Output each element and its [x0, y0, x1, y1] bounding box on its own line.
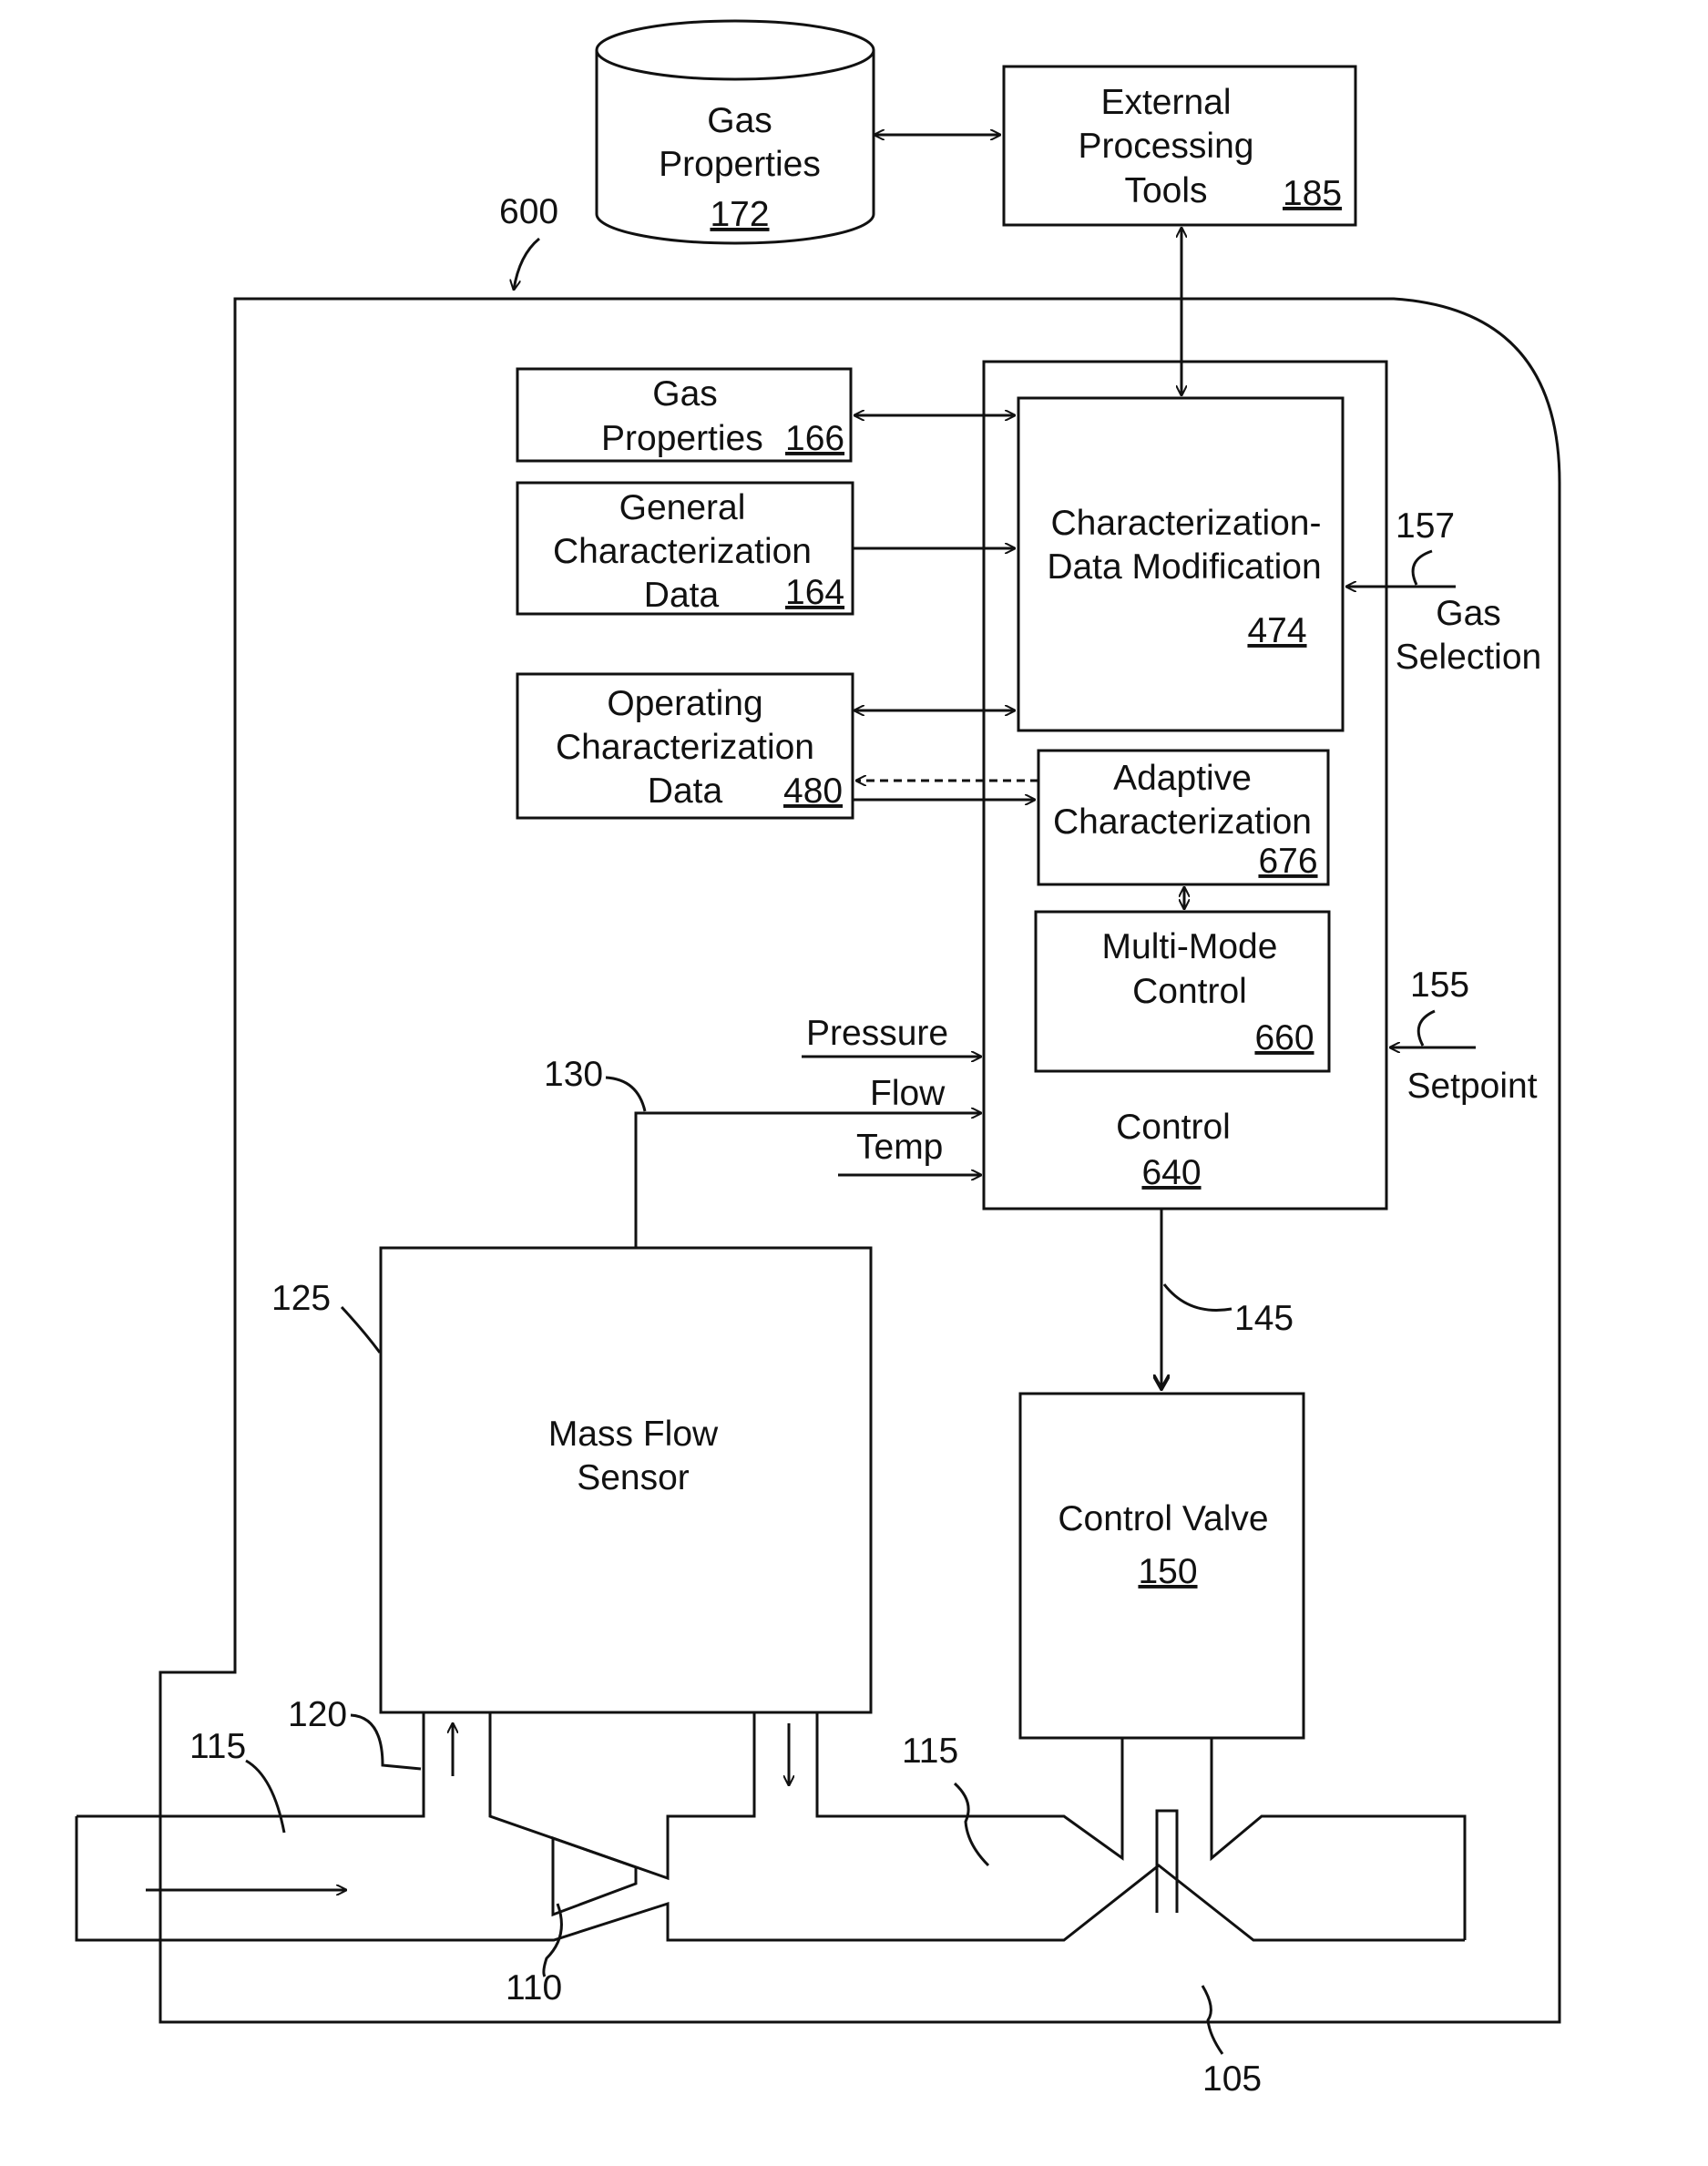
ref-145: 145 — [1234, 1299, 1294, 1338]
valve-ref: 150 — [1138, 1552, 1197, 1591]
ref-105-leader — [1202, 1986, 1222, 2054]
operating-line3: Data — [648, 771, 723, 811]
ref-115a-leader — [246, 1761, 284, 1833]
characterization-data-modification-box: Characterization- Data Modification 474 — [1018, 398, 1343, 731]
ref-155: 155 — [1410, 966, 1469, 1005]
multimode-line1: Multi-Mode — [1102, 927, 1278, 966]
general-line2: Characterization — [553, 532, 812, 571]
multi-mode-control-box: Multi-Mode Control 660 — [1036, 912, 1329, 1071]
control-ref: 640 — [1141, 1153, 1201, 1192]
multimode-ref: 660 — [1254, 1018, 1314, 1057]
mass-flow-sensor-box: Mass Flow Sensor — [381, 1248, 871, 1712]
database-line1: Gas — [707, 101, 772, 140]
ref-115b: 115 — [902, 1732, 958, 1771]
multimode-line2: Control — [1132, 972, 1247, 1011]
gas-properties-database: Gas Properties 172 — [597, 21, 874, 243]
operating-ref: 480 — [783, 771, 843, 811]
temp-label: Temp — [856, 1128, 943, 1167]
general-characterization-box: General Characterization Data 164 — [517, 483, 853, 615]
external-line2: Processing — [1079, 127, 1254, 166]
adaptive-characterization-box: Adaptive Characterization 676 — [1038, 751, 1328, 884]
ref-125: 125 — [271, 1279, 331, 1318]
ref-130: 130 — [544, 1055, 603, 1094]
char-mod-line1: Characterization- — [1051, 504, 1322, 543]
gas-selection-line2: Selection — [1396, 638, 1541, 677]
char-mod-line2: Data Modification — [1047, 547, 1321, 587]
control-valve-box: Control Valve 150 — [1020, 1394, 1304, 1738]
external-line1: External — [1100, 83, 1231, 122]
database-ref: 172 — [710, 195, 769, 234]
ref-125-leader — [342, 1307, 380, 1353]
adaptive-line1: Adaptive — [1113, 759, 1252, 798]
ref-115a: 115 — [189, 1727, 246, 1766]
laminar-flow-element — [553, 1838, 636, 1915]
sensor-line1: Mass Flow — [548, 1415, 719, 1454]
flow-label: Flow — [870, 1074, 946, 1113]
external-ref: 185 — [1283, 174, 1342, 213]
pressure-label: Pressure — [806, 1014, 948, 1053]
ref-105: 105 — [1202, 2059, 1262, 2099]
ref-157-leader — [1413, 551, 1432, 585]
adaptive-line2: Characterization — [1053, 802, 1312, 842]
char-mod-ref: 474 — [1247, 611, 1306, 650]
ref-155-leader — [1418, 1011, 1435, 1046]
ref-115b-leader — [955, 1783, 988, 1865]
ref-157: 157 — [1396, 506, 1455, 546]
general-line1: General — [619, 488, 746, 527]
valve-plug — [1157, 1811, 1177, 1913]
flow-channel-bottom — [77, 1816, 1465, 1940]
gas-props-line1: Gas — [652, 374, 718, 414]
external-processing-tools: External Processing Tools 185 — [1004, 66, 1355, 225]
flow-channel-top — [77, 1712, 1465, 1940]
gas-selection-line1: Gas — [1436, 594, 1501, 633]
ref-120: 120 — [288, 1695, 347, 1734]
ref-145-leader — [1164, 1284, 1232, 1310]
ref-110: 110 — [506, 1968, 562, 2008]
gas-props-line2: Properties — [601, 419, 763, 458]
operating-line1: Operating — [607, 684, 762, 723]
general-line3: Data — [644, 576, 720, 615]
general-ref: 164 — [785, 573, 844, 612]
setpoint-label: Setpoint — [1406, 1067, 1537, 1106]
ref-130-leader — [606, 1078, 645, 1111]
control-label: Control — [1116, 1108, 1231, 1147]
adaptive-ref: 676 — [1258, 842, 1317, 881]
valve-label: Control Valve — [1058, 1499, 1268, 1538]
ref-600-leader — [514, 239, 539, 290]
operating-characterization-box: Operating Characterization Data 480 — [517, 674, 853, 818]
gas-props-ref: 166 — [785, 419, 844, 458]
ref-600: 600 — [499, 192, 558, 231]
ref-120-leader — [351, 1715, 421, 1769]
operating-line2: Characterization — [556, 728, 814, 767]
sensor-line2: Sensor — [577, 1458, 690, 1497]
gas-properties-box: Gas Properties 166 — [517, 369, 851, 461]
database-line2: Properties — [659, 145, 821, 184]
external-line3: Tools — [1124, 171, 1207, 210]
